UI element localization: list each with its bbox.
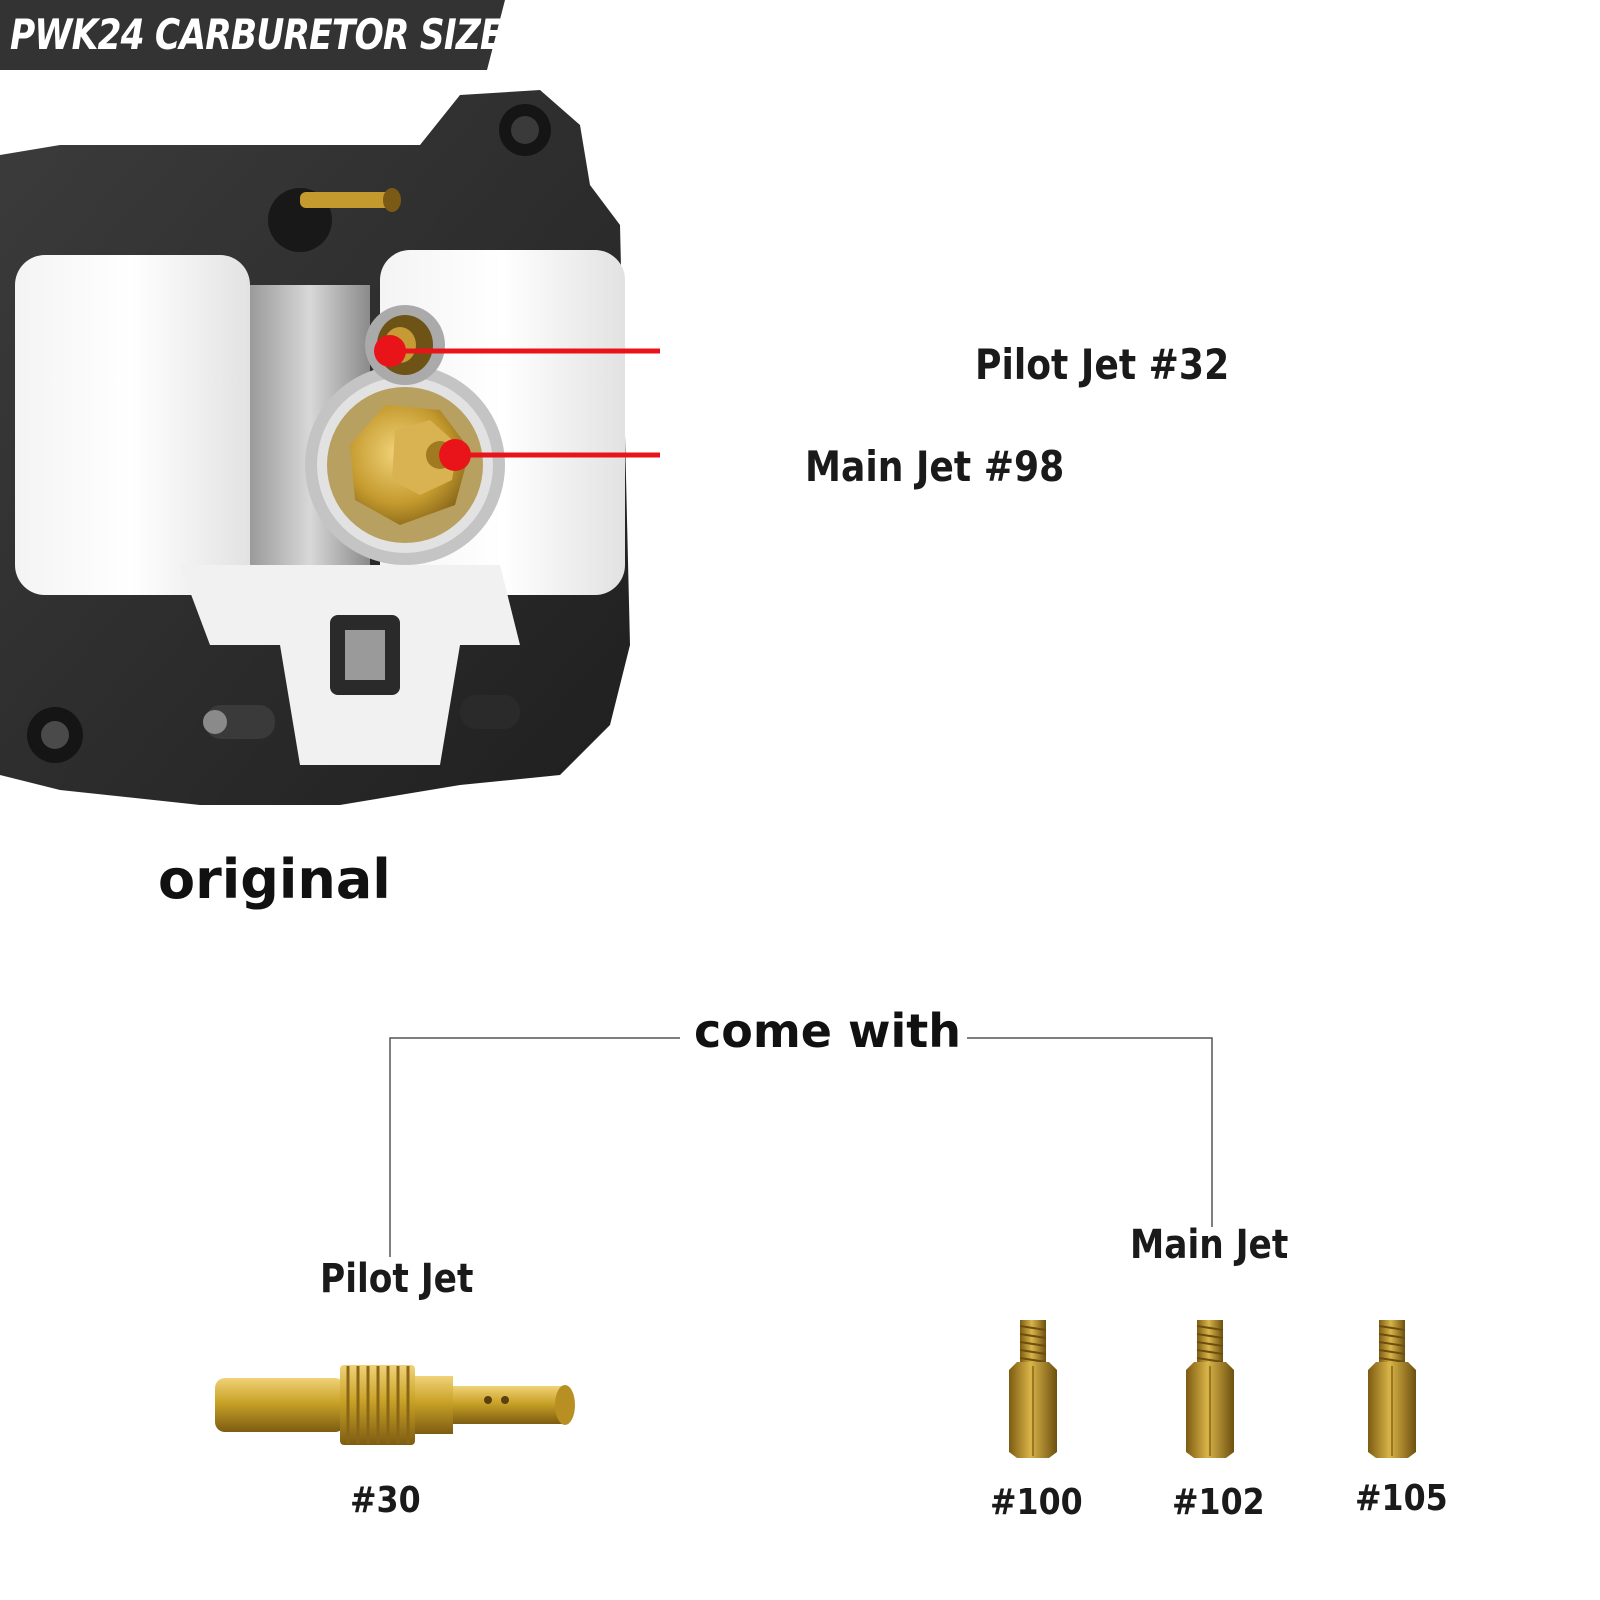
main-jet-group-label: Main Jet bbox=[1130, 1222, 1289, 1268]
main-jet-size-label: #102 bbox=[1172, 1482, 1265, 1523]
original-caption: original bbox=[158, 848, 391, 911]
carburetor-image bbox=[0, 90, 660, 805]
main-jet-image bbox=[1009, 1320, 1057, 1458]
main-jet-image bbox=[1186, 1320, 1234, 1458]
main-jet-callout-label: Main Jet #98 bbox=[805, 442, 1065, 491]
pilot-jet-callout-label: Pilot Jet #32 bbox=[975, 340, 1230, 389]
pilot-callout-dot bbox=[374, 335, 406, 367]
main-jet-image bbox=[1368, 1320, 1416, 1458]
pilot-jet-size-label: #30 bbox=[350, 1480, 421, 1521]
come-with-heading: come with bbox=[688, 1004, 968, 1058]
page-title: PWK24 CARBURETOR SIZE bbox=[10, 10, 504, 59]
main-jet-size-label: #105 bbox=[1355, 1478, 1448, 1519]
banner-background bbox=[0, 0, 505, 70]
header-banner: PWK24 CARBURETOR SIZE bbox=[0, 0, 505, 70]
main-jet-size-label: #100 bbox=[990, 1482, 1083, 1523]
pilot-jet-image bbox=[215, 1365, 575, 1445]
pilot-jet-group-label: Pilot Jet bbox=[320, 1256, 474, 1302]
main-callout-dot bbox=[439, 439, 471, 471]
